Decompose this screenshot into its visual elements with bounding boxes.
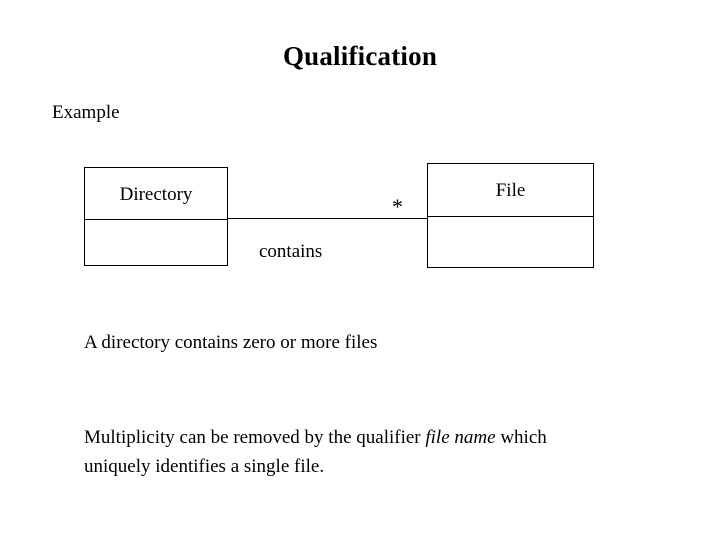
body-paragraph-part-1: Multiplicity can be removed by the quali…: [84, 427, 426, 448]
class-box-directory[interactable]: Directory: [84, 167, 228, 266]
compartment-divider-file: [428, 216, 593, 217]
multiplicity-marker-file: *: [392, 194, 403, 219]
page-title: Qualification: [282, 41, 438, 71]
body-paragraph: Multiplicity can be removed by the quali…: [84, 423, 584, 481]
association-label: contains: [259, 241, 323, 262]
compartment-divider-directory: [85, 219, 227, 220]
class-box-file[interactable]: File: [427, 163, 594, 268]
class-name-directory: Directory: [119, 184, 193, 205]
example-heading: Example: [52, 102, 120, 123]
association-line: [227, 218, 428, 219]
body-paragraph-part-2: which uniquely identifies a single file.: [84, 427, 547, 477]
body-paragraph-emphasis: file name: [425, 427, 496, 448]
body-text-line-1: A directory contains zero or more files: [84, 332, 378, 353]
class-name-file: File: [495, 180, 526, 201]
